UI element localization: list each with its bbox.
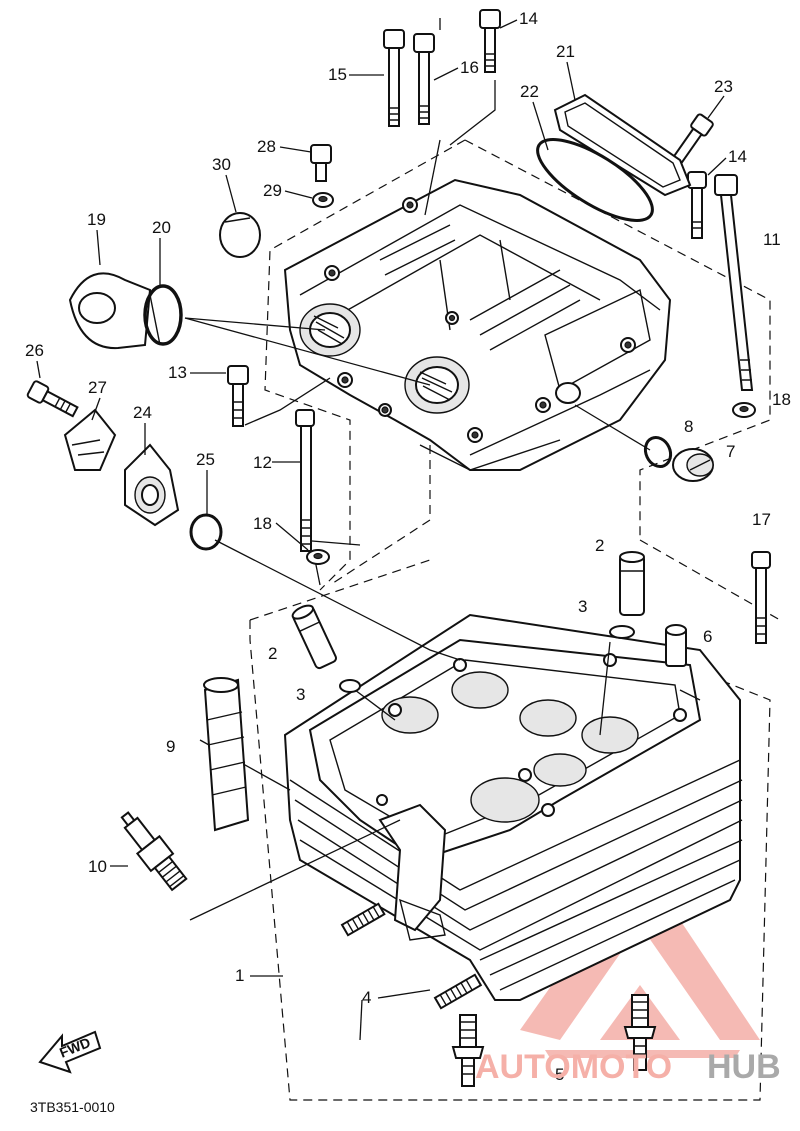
callout-9: 9 <box>166 737 175 756</box>
stud-bolts <box>340 902 657 1087</box>
callout-18b: 18 <box>253 514 272 533</box>
callout-1: 1 <box>235 966 244 985</box>
spark-plug <box>120 811 188 892</box>
callout-5: 5 <box>555 1065 564 1084</box>
cylinder-head-envelope <box>249 559 771 1101</box>
callout-14b: 14 <box>728 147 747 166</box>
callout-4: 4 <box>362 988 371 1007</box>
cylinder-head <box>283 613 743 1001</box>
callout-22: 22 <box>520 82 539 101</box>
callout-16: 16 <box>460 58 479 77</box>
callout-28: 28 <box>257 137 276 156</box>
valve-guides <box>291 551 687 693</box>
callout-3a: 3 <box>578 597 587 616</box>
washers <box>306 192 756 565</box>
callout-30: 30 <box>212 155 231 174</box>
callout-11: 11 <box>763 230 781 249</box>
callout-6: 6 <box>703 627 712 646</box>
callout-2a: 2 <box>595 536 604 555</box>
callout-25: 25 <box>196 450 215 469</box>
cylinder-head-cover <box>283 178 672 471</box>
diagram-code: 3TB351-0010 <box>30 1099 115 1115</box>
callout-23: 23 <box>714 77 733 96</box>
fwd-arrow-icon: FWD <box>38 1030 102 1074</box>
callout-29: 29 <box>263 181 282 200</box>
callout-7: 7 <box>726 442 735 461</box>
callout-labels: 1 2 2 3 3 4 5 6 7 8 9 10 11 12 13 14 14 … <box>25 9 791 1084</box>
callout-24: 24 <box>133 403 152 422</box>
callout-2b: 2 <box>268 644 277 663</box>
callout-18a: 18 <box>772 390 791 409</box>
callout-19: 19 <box>87 210 106 229</box>
long-bolts <box>26 9 771 644</box>
cam-bush <box>203 677 250 832</box>
callout-10: 10 <box>88 857 107 876</box>
callout-8: 8 <box>684 417 693 436</box>
watermark-brand-b: HUB <box>707 1048 781 1086</box>
watermark-brand-a: AUTOMOTO <box>475 1048 672 1086</box>
callout-14a: 14 <box>519 9 538 28</box>
watermark-text: AUTOMOTO HUB <box>475 1048 781 1086</box>
callout-27: 27 <box>88 378 107 397</box>
callout-26: 26 <box>25 341 44 360</box>
caps-and-seals <box>63 212 714 551</box>
callout-3b: 3 <box>296 685 305 704</box>
callout-17: 17 <box>752 510 771 529</box>
callout-20: 20 <box>152 218 171 237</box>
callout-15: 15 <box>328 65 347 84</box>
callout-21: 21 <box>556 42 575 61</box>
cylinder-head-cover-envelope <box>264 139 781 621</box>
callout-13: 13 <box>168 363 187 382</box>
cover-gasket <box>536 93 692 222</box>
callout-12: 12 <box>253 453 272 472</box>
